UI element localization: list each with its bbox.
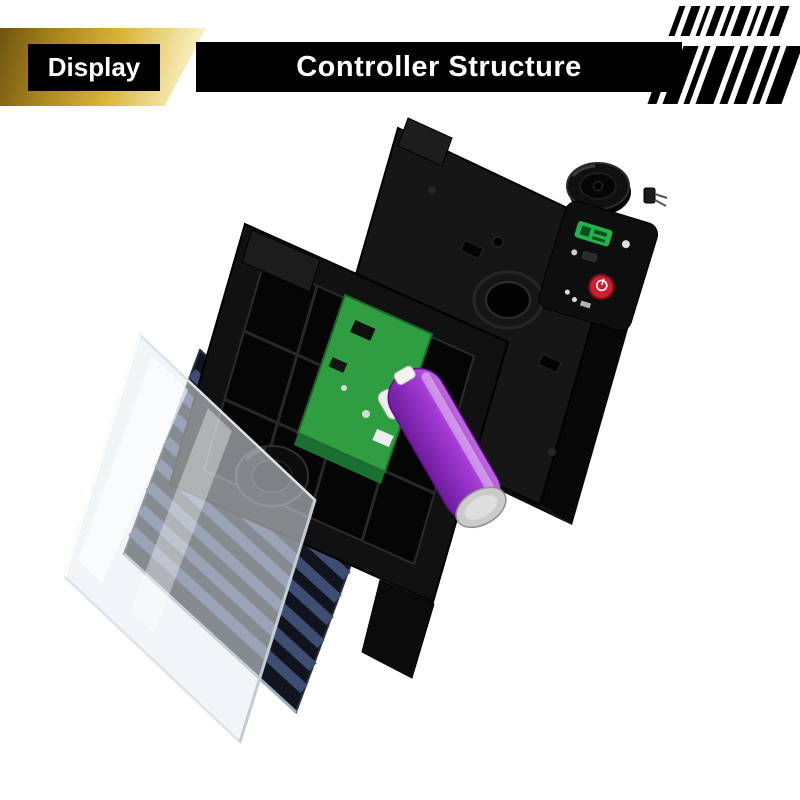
power-button xyxy=(588,273,615,300)
sun-icon xyxy=(571,249,578,256)
glass-cover xyxy=(63,332,317,745)
display-badge: Display xyxy=(28,44,160,91)
control-panel xyxy=(538,200,659,332)
mount-clip xyxy=(397,117,453,167)
battery-positive-tip xyxy=(393,365,416,385)
buzzer-hole xyxy=(593,181,603,191)
chip xyxy=(328,357,348,373)
buzzer-connector xyxy=(643,187,656,204)
circuit-board xyxy=(294,293,434,484)
housing-clip xyxy=(241,229,321,293)
title-bar: Controller Structure xyxy=(196,42,682,92)
cert-mark xyxy=(571,297,577,303)
display-badge-label: Display xyxy=(47,52,141,82)
control-panel-face xyxy=(538,200,659,332)
chip xyxy=(350,320,376,341)
pcb-face xyxy=(296,293,434,474)
cert-mark xyxy=(564,289,570,295)
page-title: Controller Structure xyxy=(296,50,582,83)
led-dot xyxy=(621,240,630,249)
battery xyxy=(387,365,507,529)
pcb-connector xyxy=(372,428,394,448)
cover-hole xyxy=(485,281,531,319)
header: Display Controller Structure xyxy=(0,0,800,112)
